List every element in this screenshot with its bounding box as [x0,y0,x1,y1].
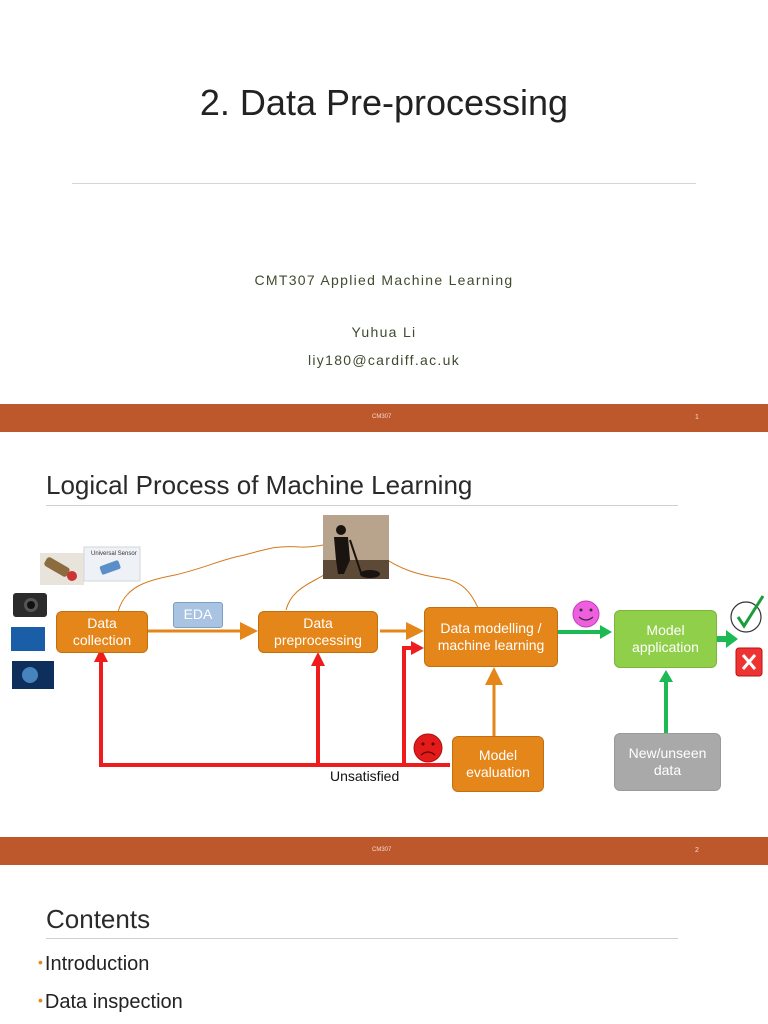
author-name: Yuhua Li [351,324,417,340]
camera-icon [13,593,47,617]
slide-title: Contents [46,904,151,934]
course-name: CMT307 Applied Machine Learning [254,272,514,288]
slide-2-footer: CM307 2 [0,837,768,865]
page-number: 1 [695,414,699,421]
connector-curve [379,554,479,609]
sensor-label: Universal Sensor [91,551,137,557]
check-icon [730,595,765,633]
connector-curve [117,543,346,613]
model-application-box: Model application [614,610,717,668]
list-item-text: Introduction [44,953,150,975]
sensor-image [40,546,141,585]
list-item-text: Data inspection [44,991,183,1013]
cross-icon [735,647,763,677]
data-modelling-box: Data modelling / machine learning [424,607,558,667]
slide-1: 2. Data Pre-processing CMT307 Applied Ma… [0,0,768,404]
list-item: •Introduction [38,953,149,976]
model-evaluation-box: Model evaluation [452,736,544,792]
analyst-photo [323,515,389,579]
footer-course-code: CM307 [372,414,392,420]
slide-title: Logical Process of Machine Learning [46,470,473,500]
new-unseen-data-box: New/unseen data [614,733,721,791]
title-divider [46,505,678,506]
unsatisfied-label: Unsatisfied [330,768,400,784]
author-email: liy180@cardiff.ac.uk [307,352,460,368]
bullet-icon: • [38,954,43,970]
data-preprocessing-box: Data preprocessing [258,611,378,653]
list-item: •Data inspection [38,991,183,1014]
eda-box: EDA [173,602,223,628]
footer-course-code: CM307 [372,847,392,853]
title-divider [72,183,696,184]
happy-face-icon [572,600,600,628]
slide-title: 2. Data Pre-processing [199,82,569,123]
title-divider [46,938,678,939]
sad-face-icon [413,733,443,763]
bullet-icon: • [38,992,43,1008]
feedback-arrows [94,641,450,767]
data-image [11,627,45,651]
data-collection-box: Data collection [56,611,148,653]
slide-1-footer: CM307 1 [0,404,768,432]
page-number: 2 [695,847,699,854]
